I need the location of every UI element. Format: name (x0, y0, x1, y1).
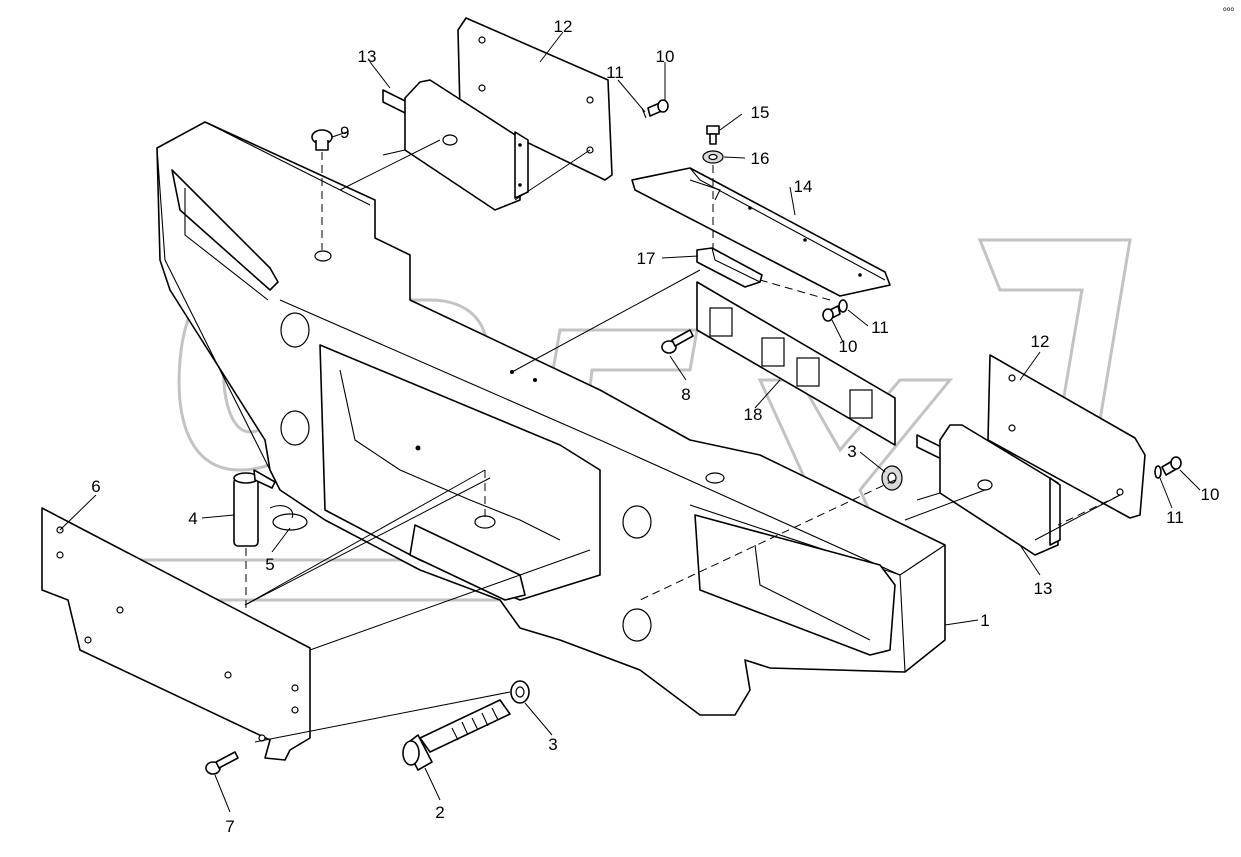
washer-3-bottom (510, 680, 530, 704)
callout-12-top: 12 (554, 17, 573, 36)
callout-labels: 12 13 11 10 9 15 16 14 17 11 10 8 18 12 … (91, 17, 1219, 836)
callout-18: 18 (744, 405, 763, 424)
bolt-10-middle (822, 305, 841, 322)
bolt-hole (280, 410, 310, 446)
washer-16 (702, 150, 724, 164)
clamp-17 (696, 247, 763, 288)
callout-11-right: 11 (1166, 508, 1184, 527)
bolt-2 (402, 699, 511, 771)
callout-11-middle: 11 (871, 318, 889, 337)
bolt-hole (622, 505, 652, 539)
callout-9: 9 (340, 123, 349, 142)
corner-mark: ооо (1223, 6, 1234, 13)
plug-hole (705, 472, 725, 484)
callout-leaders (59, 31, 1201, 813)
callout-10-top: 10 (656, 47, 675, 66)
bolt-hole (280, 312, 310, 348)
plate-12-top (457, 17, 613, 181)
callout-4: 4 (188, 509, 197, 528)
bracket-13-top (382, 79, 529, 211)
callout-11-top: 11 (606, 63, 624, 82)
lockwasher-11-middle (838, 299, 848, 313)
callout-17: 17 (637, 249, 656, 268)
lockwasher-11-right (1154, 465, 1162, 479)
washer-3-right (881, 465, 903, 491)
callout-3-bottom: 3 (548, 735, 557, 754)
bolt-8 (661, 329, 694, 354)
callout-13-right: 13 (1034, 579, 1053, 598)
callout-10-middle: 10 (839, 337, 858, 356)
callout-14: 14 (794, 177, 813, 196)
bolt-10-right (1161, 456, 1182, 476)
callout-10-right: 10 (1201, 485, 1220, 504)
callout-5: 5 (265, 555, 274, 574)
plug-9 (311, 129, 333, 151)
callout-13-top: 13 (358, 47, 377, 66)
pin-hole (474, 515, 496, 529)
grille-18 (696, 281, 896, 446)
plate-6 (41, 507, 311, 761)
callout-2: 2 (435, 803, 444, 822)
main-weight-bracket (156, 121, 946, 716)
callout-8: 8 (681, 385, 690, 404)
bolt-7 (205, 751, 239, 775)
callout-12-right: 12 (1031, 332, 1050, 351)
callout-7: 7 (225, 817, 234, 836)
plug-hole (314, 250, 332, 262)
bolt-15 (706, 125, 720, 145)
assembly-lines (244, 139, 1121, 743)
bolt-hole (622, 608, 652, 642)
callout-15: 15 (751, 103, 770, 122)
guard-14 (631, 167, 891, 297)
clip-5 (269, 505, 308, 531)
bolt-10-top (647, 99, 669, 117)
callout-16: 16 (751, 149, 770, 168)
bracket-13-right (916, 424, 1061, 556)
callout-3-right: 3 (847, 442, 856, 461)
callout-6: 6 (91, 477, 100, 496)
callout-1: 1 (980, 611, 989, 630)
pin-4 (233, 469, 276, 547)
